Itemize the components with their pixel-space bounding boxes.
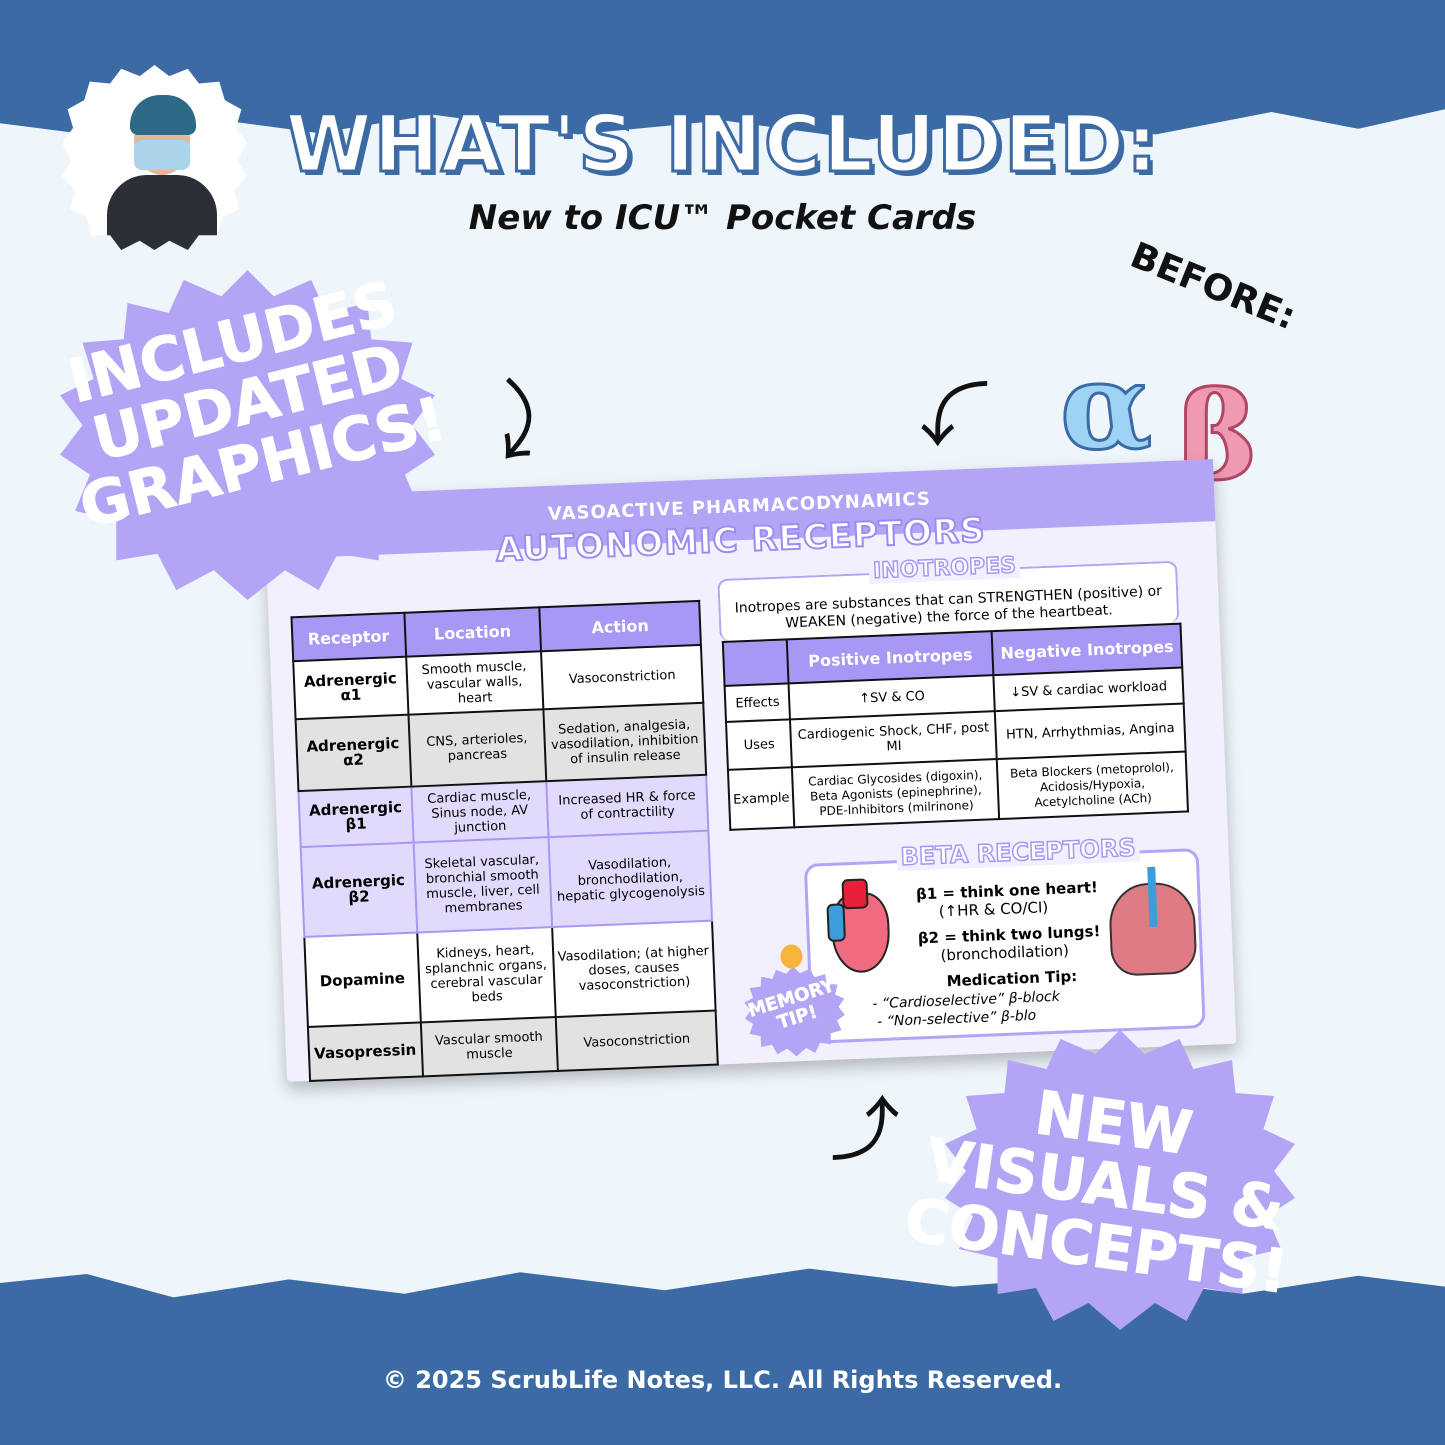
beta1-sub: (↑HR & CO/CI) (938, 898, 1049, 921)
cell: Vasodilation, bronchodilation, hepatic g… (548, 830, 712, 928)
cell: Vascular smooth muscle (420, 1016, 558, 1077)
cell: Kidneys, heart, splanchnic organs, cereb… (416, 927, 556, 1023)
cell: CNS, arterioles, pancreas (408, 709, 547, 787)
page-subtitle: New to ICU™ Pocket Cards (468, 198, 977, 238)
before-label: BEFORE: (1124, 235, 1302, 339)
nurse-avatar (62, 65, 247, 250)
cell: Adrenergic α2 (295, 714, 411, 792)
cell: Cardiogenic Shock, CHF, post MI (790, 711, 998, 768)
cell: Vasoconstriction (555, 1010, 718, 1071)
beta-receptors-section: BETA RECEPTORS β1 = think one heart! (↑H… (803, 833, 1206, 1044)
arrow-icon: ⤵ (458, 370, 565, 479)
arrow-icon: ⤵ (920, 375, 990, 457)
lungs-icon (1107, 881, 1198, 977)
header-cell (722, 639, 789, 686)
page-title: WHAT'S INCLUDED: (284, 99, 1160, 192)
cell: Sedation, analgesia, vasodilation, inhib… (543, 702, 707, 782)
cell: Vasoconstriction (541, 644, 704, 710)
cell: Vasodilation; (at higher doses, causes v… (552, 920, 716, 1017)
cell: Dopamine (304, 932, 421, 1027)
cell: Beta Blockers (metoprolol), Acidosis/Hyp… (997, 751, 1188, 820)
cell: Uses (726, 719, 793, 770)
cell: Vasopressin (307, 1022, 423, 1081)
cell: Smooth muscle, vascular walls, heart (405, 651, 544, 715)
header-cell: Action (539, 600, 701, 652)
cell: Adrenergic α1 (293, 656, 409, 720)
beta-receptors-title: BETA RECEPTORS (896, 833, 1141, 872)
medication-tip-title: Medication Tip: (946, 967, 1078, 991)
memory-tip-badge: MEMORY TIP! (743, 944, 847, 1058)
cell: Skeletal vascular, bronchial smooth musc… (413, 837, 553, 933)
cell: HTN, Arrhythmias, Angina (995, 703, 1186, 760)
bottom-band (0, 1268, 1445, 1445)
pocket-card: VASOACTIVE PHARMACODYNAMICS AUTONOMIC RE… (263, 459, 1237, 1082)
cell: Cardiac Glycosides (digoxin), Beta Agoni… (792, 759, 1000, 828)
heart-icon (830, 891, 892, 974)
header-cell: Negative Inotropes (991, 623, 1183, 676)
cell: Increased HR & force of contractility (546, 774, 709, 838)
cell: Example (727, 767, 795, 830)
top-band (0, 0, 1445, 140)
cell: Adrenergic β1 (298, 786, 414, 848)
cell: Effects (724, 683, 791, 722)
copyright-footer: © 2025 ScrubLife Notes, LLC. All Rights … (382, 1366, 1063, 1394)
header-cell: Location (403, 607, 542, 657)
header-cell: Receptor (291, 612, 406, 662)
lightbulb-icon (780, 944, 803, 969)
cell: Cardiac muscle, Sinus node, AV junction (410, 781, 549, 843)
beta2-sub: (bronchodilation) (940, 941, 1070, 965)
alpha-old-graphic: α (1058, 336, 1153, 477)
arrow-icon: ⤵ (830, 1084, 900, 1166)
cell: Adrenergic β2 (300, 842, 417, 938)
inotropes-title: INOTROPES (868, 552, 1021, 585)
